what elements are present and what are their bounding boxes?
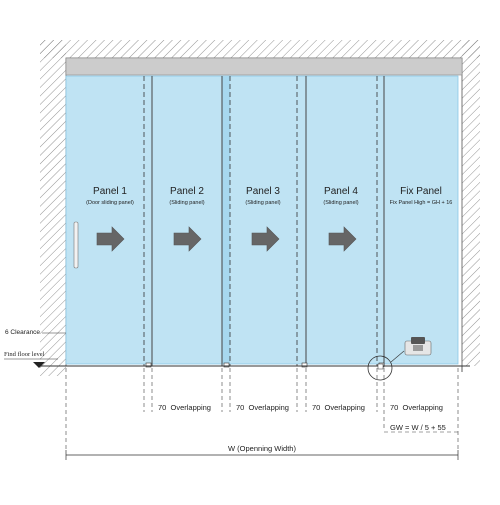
panel-2-subtitle: (Sliding panel)	[169, 200, 204, 206]
top-track	[65, 57, 463, 76]
overlap-strip	[222, 76, 230, 364]
panel-4-title: Panel 4	[324, 186, 358, 197]
overlap-label-4: 70 Overlapping	[390, 403, 443, 412]
panel-2-title: Panel 2	[170, 186, 204, 197]
glass-panels	[65, 75, 459, 365]
detail-callout	[367, 337, 432, 381]
dimension-extension-lines	[65, 368, 459, 452]
glass-panel-fix	[383, 75, 459, 365]
arrow-right-icon	[96, 226, 125, 252]
floor-level-marker-icon	[33, 362, 45, 368]
glass-panel-2	[151, 75, 229, 365]
arrow-right-icon	[173, 226, 202, 252]
gw-label: GW = W / 5 + 55	[390, 423, 446, 432]
panel-3-subtitle: (Sliding panel)	[245, 200, 280, 206]
floor-level-label: Find floor level	[4, 351, 45, 358]
panel-3-title: Panel 3	[246, 186, 280, 197]
overlap-label-2: 70 Overlapping	[236, 403, 289, 412]
overlap-dashed-lines	[143, 76, 378, 366]
clearance-label: 6 Clearance	[5, 329, 40, 336]
fix-panel-title: Fix Panel	[400, 186, 442, 197]
width-label: W (Openning Width)	[228, 444, 296, 453]
glass-panel-3	[227, 75, 307, 365]
panel-1-subtitle: (Door sliding panel)	[86, 200, 134, 206]
arrow-right-icon	[251, 226, 280, 252]
fix-panel-subtitle: Fix Panel High = GH + 16	[390, 200, 453, 206]
glass-panel-1	[65, 75, 153, 365]
overlap-label-3: 70 Overlapping	[312, 403, 365, 412]
panel-4-subtitle: (Sliding panel)	[323, 200, 358, 206]
door-handle	[73, 221, 79, 269]
panel-edges	[151, 76, 385, 366]
arrow-right-icon	[328, 226, 357, 252]
glass-panel-4	[305, 75, 385, 365]
panel-1-title: Panel 1	[93, 186, 127, 197]
overlap-label-1: 70 Overlapping	[158, 403, 211, 412]
floor-guide-detail-icon	[404, 337, 432, 356]
wall-hatching	[40, 40, 480, 376]
